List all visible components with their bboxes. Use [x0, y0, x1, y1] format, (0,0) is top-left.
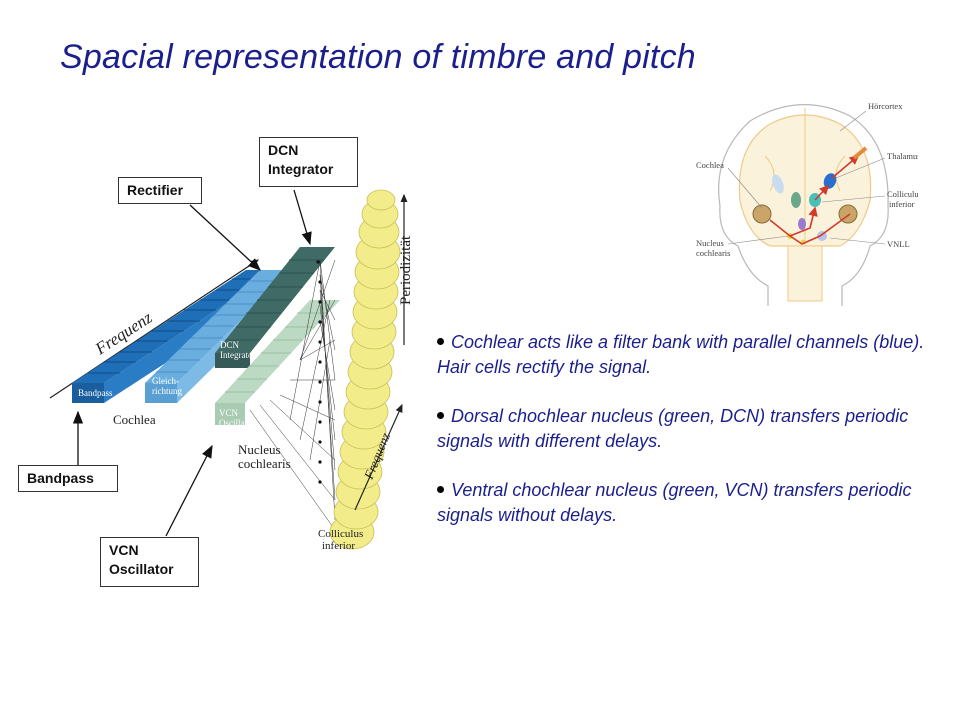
brain-label-hoercortex: Hörcortex [868, 101, 903, 111]
periodicity-label: Periodizität [398, 235, 414, 305]
auditory-pathway [769, 154, 860, 245]
vcn-label-1: VCN [219, 408, 239, 418]
rectifier-label-1: Gleich- [152, 376, 179, 386]
colliculus-label-2: inferior [322, 540, 355, 552]
rectifier-callout: Rectifier [118, 177, 202, 204]
bullet-item: Ventral chochlear nucleus (green, VCN) t… [437, 478, 937, 528]
dcn-label-1: DCN [220, 340, 240, 350]
cochlea-label: Cochlea [113, 412, 156, 427]
bullet-dot-icon [437, 338, 444, 346]
vcn-label-2: Oscillator [219, 418, 255, 428]
dcn-callout-line-1: DCN [268, 142, 299, 158]
bullet-list: Cochlear acts like a filter bank with pa… [437, 330, 937, 552]
vcn-layer [215, 300, 340, 425]
dcn-layer [215, 247, 335, 368]
vcn-oscillator-callout: VCN Oscillator [100, 537, 199, 587]
brain-label-colliculus-2: inferior [889, 199, 915, 209]
frequency-axis-bottom [354, 403, 403, 511]
bullet-item: Dorsal chochlear nucleus (green, DCN) tr… [437, 404, 937, 454]
vcn-callout-line-1: VCN [109, 542, 139, 558]
bullet-text: Dorsal chochlear nucleus (green, DCN) tr… [437, 406, 909, 451]
bullet-dot-icon [437, 412, 444, 420]
brain-label-colliculus-1: Colliculus [887, 189, 918, 199]
colliculus-column [329, 189, 401, 550]
dcn-callout-line-2: Integrator [268, 161, 334, 177]
colliculus-dots [316, 260, 322, 484]
cochlea-left [752, 204, 772, 224]
vcn-callout-line-2: Oscillator [109, 561, 174, 577]
slide-title: Spacial representation of timbre and pit… [60, 38, 696, 76]
brain-label-vnll: VNLL [887, 239, 910, 249]
brain-label-nucleus-2: cochlearis [696, 248, 730, 258]
vcn-pointer-arrow [165, 444, 213, 537]
brain-label-nucleus-1: Nucleus [696, 238, 724, 248]
bullet-dot-icon [437, 486, 444, 494]
dcn-label-2: Integrator [220, 350, 255, 360]
dcn-integrator-callout: DCN Integrator [259, 137, 358, 187]
connection-lines [249, 259, 336, 531]
colliculus-label-1: Colliculus [318, 528, 363, 540]
rectifier-pointer-arrow [189, 204, 261, 271]
dcn-pointer-arrow [293, 189, 312, 246]
nucleus-label-1: Nucleus [238, 442, 281, 457]
bullet-text: Ventral chochlear nucleus (green, VCN) t… [437, 480, 912, 525]
head-outline [718, 104, 889, 306]
bullet-text: Cochlear acts like a filter bank with pa… [437, 332, 925, 377]
bandpass-label: Bandpass [78, 388, 113, 398]
rectifier-label-2: richtung [152, 386, 182, 396]
nucleus-label-2: cochlearis [238, 456, 291, 471]
bullet-item: Cochlear acts like a filter bank with pa… [437, 330, 937, 380]
brain-label-thalamus: Thalamus [887, 151, 918, 161]
brain-illustration: Hörcortex Thalamus Colliculus inferior C… [696, 101, 918, 306]
brain-label-cochlea: Cochlea [696, 160, 724, 170]
bandpass-callout: Bandpass [18, 465, 118, 492]
